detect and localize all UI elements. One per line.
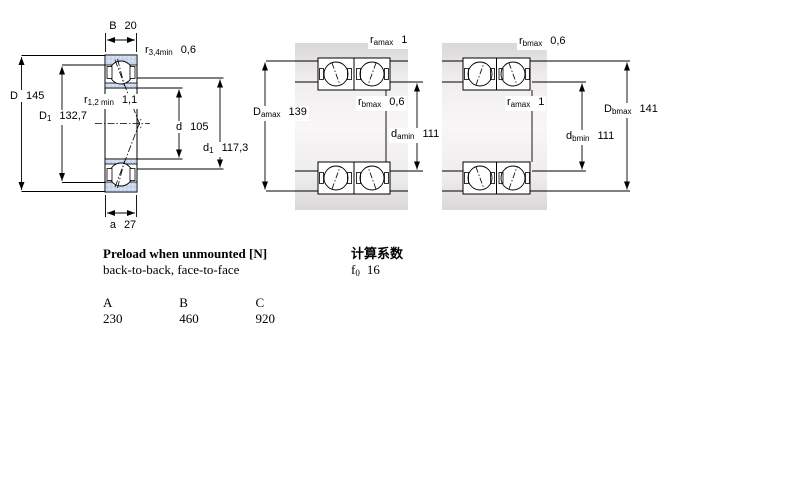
bearing-cross-section-figure [18, 33, 224, 217]
bearing-cages [106, 66, 136, 181]
preload-value-a: 230 [103, 311, 123, 326]
bearing-pair-top [317, 57, 391, 91]
preload-section: Preload when unmounted [N] back-to-back,… [103, 246, 329, 327]
bearing-pair-bottom [317, 161, 391, 195]
pair-arrangement-figure-b [442, 43, 630, 210]
preload-table: A B C 230 460 920 [103, 295, 329, 327]
preload-table-value-row: 230 460 920 [103, 311, 329, 327]
pair-arrangement-figure-a [262, 43, 423, 210]
preload-table-header-row: A B C [103, 295, 329, 311]
preload-subtitle: back-to-back, face-to-face [103, 262, 240, 277]
bearing-diagram-linework [18, 33, 630, 217]
bearing-pair-bottom [462, 161, 531, 195]
preload-title: Preload when unmounted [N] [103, 246, 268, 261]
dimension-lines-middle-figure [262, 62, 420, 190]
preload-col-header-c: C [255, 295, 265, 310]
preload-col-header-b: B [179, 295, 188, 310]
preload-col-header-a: A [103, 295, 113, 310]
centerline-and-contact-lines [95, 58, 150, 189]
preload-value-c: 920 [255, 311, 276, 326]
dimension-lines-left-figure [18, 33, 224, 217]
preload-value-b: 460 [179, 311, 199, 326]
calculation-factors-title: 计算系数 [351, 246, 404, 261]
bearing-pair-top [462, 57, 531, 91]
dimension-lines-right-figure [579, 62, 630, 190]
